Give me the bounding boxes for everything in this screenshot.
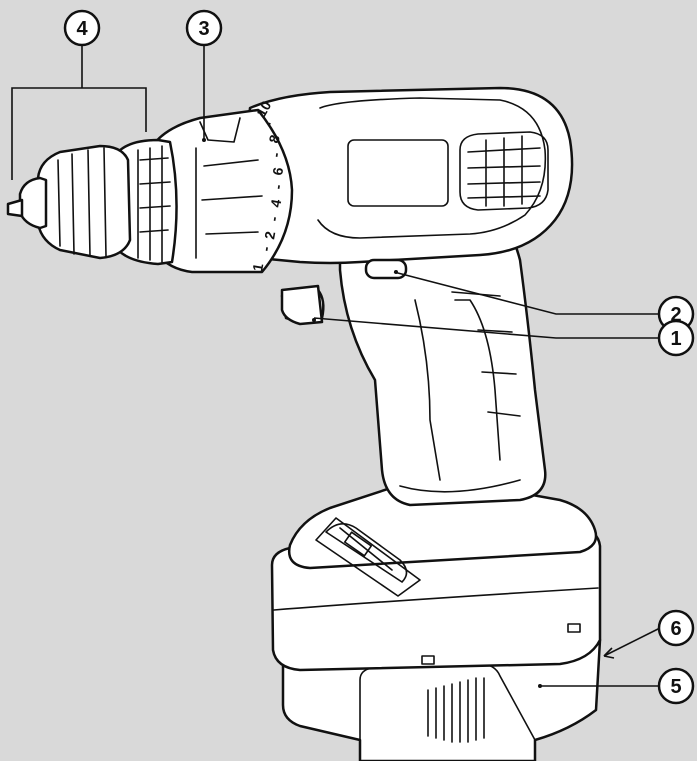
battery-pack — [270, 479, 602, 761]
vent-grille — [459, 131, 549, 211]
torque-mark: 2 — [261, 230, 278, 241]
torque-scale: 1 - 2 - 4 - 6 - 8 - 10 — [249, 98, 286, 273]
callout-number: 1 — [670, 328, 681, 350]
chuck — [6, 138, 178, 266]
bit-holder — [315, 517, 421, 597]
callout-6: 6 — [657, 609, 695, 647]
callout-6-leader — [603, 627, 661, 657]
torque-mark: 6 — [269, 166, 286, 177]
callout-number: 5 — [670, 676, 681, 698]
torque-mark: 10 — [253, 98, 275, 120]
callout-5: 5 — [657, 667, 695, 705]
callout-6-arrow — [603, 647, 615, 659]
callout-1: 1 — [657, 319, 695, 357]
drill-housing — [245, 86, 574, 326]
torque-mark: - — [260, 119, 277, 129]
torque-collar: 1 - 2 - 4 - 6 - 8 - 10 — [148, 98, 294, 274]
callout-4: 4 — [63, 9, 101, 47]
torque-mark: - — [265, 215, 282, 223]
battery-vents — [427, 677, 485, 743]
callout-2-leader — [393, 271, 660, 315]
callout-3: 3 — [185, 9, 223, 47]
torque-mark: - — [257, 245, 274, 253]
callout-number: 3 — [198, 18, 209, 40]
torque-mark: - — [269, 183, 286, 191]
torque-mark: 4 — [267, 198, 284, 209]
torque-mark: 8 — [265, 133, 283, 145]
callout-number: 6 — [670, 618, 681, 640]
callout-4-bracket — [11, 46, 147, 180]
torque-mark: 1 — [249, 262, 266, 273]
torque-mark: - — [267, 151, 284, 159]
drill-handle — [338, 218, 547, 507]
callout-1-leader — [313, 317, 660, 339]
callout-number: 4 — [76, 18, 88, 40]
callout-number: 2 — [670, 304, 681, 326]
direction-slider — [364, 258, 408, 280]
